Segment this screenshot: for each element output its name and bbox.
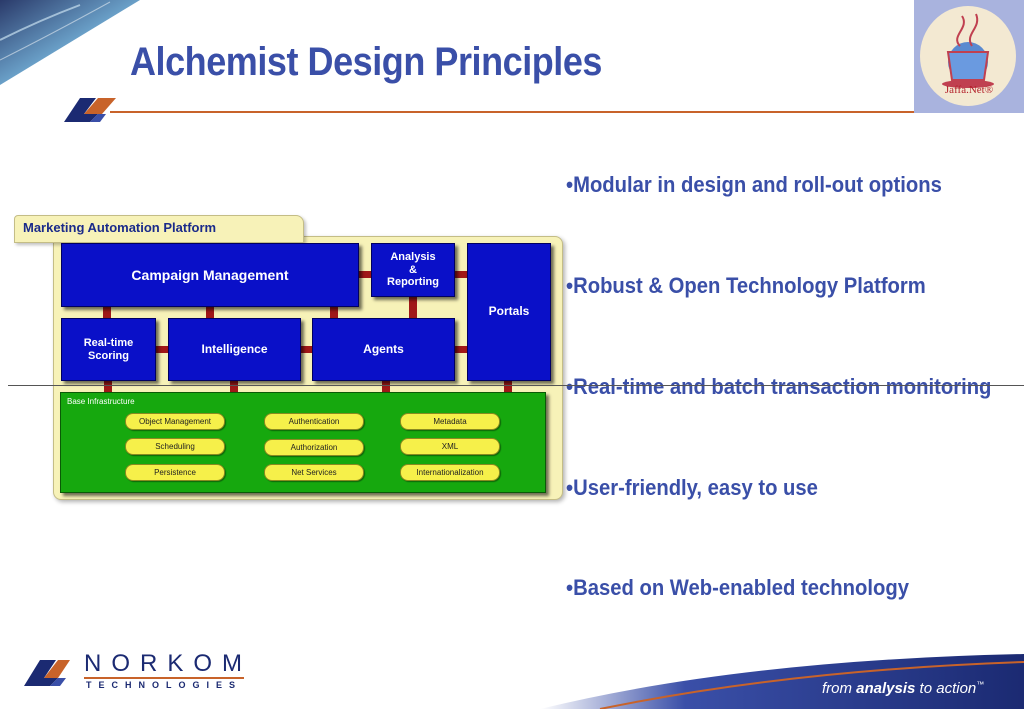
bullet-realtime: •Real-time and batch transaction monitor… <box>566 374 992 399</box>
connector <box>230 380 238 392</box>
platform-diagram-title: Marketing Automation Platform <box>23 220 217 235</box>
pill-metadata: Metadata <box>400 413 500 430</box>
pill-scheduling: Scheduling <box>125 438 225 455</box>
jaffa-logo-badge <box>920 6 1016 106</box>
pill-xml: XML <box>400 438 500 455</box>
norkom-mark-icon <box>64 98 116 122</box>
jaffa-logo-text: Jaffa.Net® <box>944 84 994 96</box>
title-underline <box>110 111 916 113</box>
pill-internationalization: Internationalization <box>400 464 500 481</box>
campaign-management-box: Campaign Management <box>61 243 359 307</box>
connector <box>299 346 313 353</box>
connector <box>453 346 467 353</box>
analysis-reporting-box: Analysis & Reporting <box>371 243 455 297</box>
corner-decoration <box>0 0 140 85</box>
company-underline <box>84 677 244 679</box>
jaffa-logo: Jaffa.Net® <box>914 0 1024 113</box>
tagline-bold: analysis <box>856 680 916 697</box>
tagline: from analysis to action™ <box>822 680 984 697</box>
bullet-modular: •Modular in design and roll-out options <box>566 172 942 197</box>
pill-object-management: Object Management <box>125 413 225 430</box>
pill-authorization: Authorization <box>264 439 364 456</box>
pill-authentication: Authentication <box>264 413 364 430</box>
base-infrastructure-label: Base Infrastructure <box>67 397 135 406</box>
norkom-logo-icon <box>24 660 70 686</box>
tagline-tm: ™ <box>976 680 985 689</box>
bullet-web-enabled: •Based on Web-enabled technology <box>566 575 909 600</box>
intelligence-box: Intelligence <box>168 318 301 381</box>
tagline-post: to action <box>915 680 977 697</box>
company-subtitle: TECHNOLOGIES <box>86 680 243 690</box>
divider-line <box>8 385 1024 386</box>
footer-swoosh <box>540 654 1024 709</box>
connector <box>206 305 214 319</box>
connector <box>154 346 168 353</box>
connector <box>409 295 417 319</box>
platform-diagram-tab: Marketing Automation Platform <box>14 215 304 243</box>
tagline-pre: from <box>822 680 857 697</box>
base-infrastructure-panel: Base Infrastructure Object Management Au… <box>60 392 546 493</box>
connector <box>357 271 371 278</box>
portals-box: Portals <box>467 243 551 381</box>
connector <box>330 305 338 319</box>
pill-net-services: Net Services <box>264 464 364 481</box>
slide-title: Alchemist Design Principles <box>130 40 603 84</box>
connector <box>103 305 111 319</box>
bullet-user-friendly: •User-friendly, easy to use <box>566 475 818 500</box>
connector <box>382 380 390 392</box>
connector <box>104 380 112 392</box>
agents-box: Agents <box>312 318 455 381</box>
coffee-cup-icon <box>942 13 994 88</box>
connector <box>453 271 467 278</box>
connector <box>504 380 512 392</box>
bullet-robust: •Robust & Open Technology Platform <box>566 273 926 298</box>
company-name: NORKOM <box>84 650 252 677</box>
pill-persistence: Persistence <box>125 464 225 481</box>
realtime-scoring-box: Real-time Scoring <box>61 318 156 381</box>
